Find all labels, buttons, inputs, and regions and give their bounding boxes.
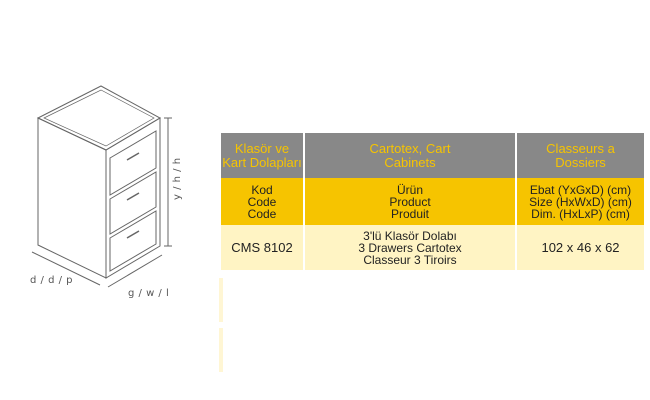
column-label-row: Kod Code Code Ürün Product Produit Ebat … xyxy=(221,178,644,225)
header-cell-en: Cartotex, Cart Cabinets xyxy=(305,133,515,178)
width-label: g / w / l xyxy=(128,288,170,299)
code-column-label: Kod Code Code xyxy=(221,178,303,225)
product-spec-table: Klasör ve Kart Dolapları Cartotex, Cart … xyxy=(219,133,646,270)
table-row: CMS 8102 3'lü Klasör Dolabı 3 Drawers Ca… xyxy=(221,225,644,270)
product-size: 102 x 46 x 62 xyxy=(517,225,644,270)
header-cell-tr: Klasör ve Kart Dolapları xyxy=(221,133,303,178)
header-cell-fr: Classeurs a Dossiers xyxy=(517,133,644,178)
size-column-label: Ebat (YxGxD) (cm) Size (HxWxD) (cm) Dim.… xyxy=(517,178,644,225)
height-label: y / h / h xyxy=(172,157,183,200)
depth-label: d / d / p xyxy=(30,275,73,286)
table-header-row: Klasör ve Kart Dolapları Cartotex, Cart … xyxy=(221,133,644,178)
product-code: CMS 8102 xyxy=(221,225,303,270)
cabinet-drawing xyxy=(31,85,172,288)
product-column-label: Ürün Product Produit xyxy=(305,178,515,225)
product-name: 3'lü Klasör Dolabı 3 Drawers Cartotex Cl… xyxy=(305,225,515,270)
empty-rows-strip xyxy=(219,278,223,398)
